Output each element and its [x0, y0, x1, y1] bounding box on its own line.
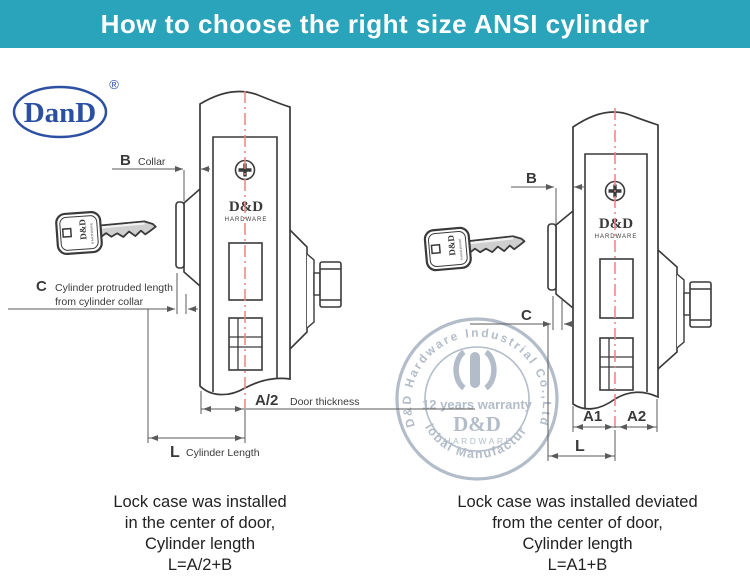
dim-b-desc: Collar — [138, 156, 166, 168]
dim-b-label-right: B — [526, 170, 537, 187]
dim-a2-label-right: A2 — [627, 408, 646, 425]
dim-a2-desc: Door thickness — [290, 396, 359, 408]
caption-right: Lock case was installed deviated from th… — [405, 492, 750, 576]
right-thumbturn — [657, 249, 712, 370]
dim-a2-label: A/2 — [255, 392, 278, 409]
caption-right-line2: from the center of door, — [492, 514, 663, 532]
right-lock-diagram: D&D HARDWARE B C — [423, 108, 712, 461]
left-key — [54, 206, 159, 256]
right-faceplate — [584, 153, 648, 408]
left-dimensions: B Collar C Cylinder protruded length fro… — [8, 152, 475, 461]
left-lock-diagram: D&D HARDWARE B Collar C Cylinder — [8, 90, 475, 461]
caption-left-line2: in the center of door, — [124, 514, 276, 532]
left-plate-brand: D&D — [229, 199, 263, 215]
dim-c-label: C — [36, 278, 47, 295]
right-dimensions: B C A1 A2 L — [470, 170, 658, 461]
brand-logo: DanD ® — [12, 77, 119, 139]
registered-mark: ® — [109, 77, 119, 92]
dim-l-label-right: L — [575, 438, 585, 455]
dim-c-desc1: Cylinder protruded length — [55, 282, 173, 294]
stamp-brand-text: D&D — [453, 412, 501, 436]
dim-c-label-right: C — [521, 307, 532, 324]
right-plate-brand-sub: HARDWARE — [595, 234, 638, 240]
right-plate-brand: D&D — [599, 216, 633, 232]
right-deadbolt — [599, 337, 634, 391]
stamp-brand-subtext: HARDWARE — [444, 436, 513, 446]
stamp-outer-ring — [395, 317, 559, 481]
left-thumbturn — [289, 229, 342, 350]
caption-left-line1: Lock case was installed — [113, 493, 287, 511]
dim-l-desc: Cylinder Length — [186, 447, 260, 459]
caption-right-line3: Cylinder length — [522, 535, 633, 553]
right-key — [423, 221, 528, 272]
logo-ellipse — [12, 85, 108, 139]
dim-a1-label: A1 — [583, 408, 602, 425]
stamp-warranty-text: 12 years warranty — [422, 397, 533, 412]
dim-l-label: L — [170, 444, 180, 461]
dim-b-label: B — [120, 152, 131, 169]
header-banner: How to choose the right size ANSI cylind… — [0, 0, 750, 48]
right-cylinder-collar — [547, 210, 574, 309]
page-title: How to choose the right size ANSI cylind… — [100, 8, 650, 39]
logo-text: DanD — [24, 97, 97, 129]
stamp-logo-icon — [453, 349, 497, 391]
caption-right-line1: Lock case was installed deviated — [457, 493, 698, 511]
right-latch — [599, 258, 634, 319]
dim-c-desc2: from cylinder collar — [55, 296, 144, 308]
caption-left: Lock case was installed in the center of… — [40, 492, 360, 576]
caption-left-line3: Cylinder length — [144, 535, 256, 553]
caption-left-formula: L=A/2+B — [167, 556, 233, 574]
left-plate-brand-sub: HARDWARE — [225, 217, 268, 223]
left-cylinder-collar — [175, 188, 201, 287]
stamp-inner-ring — [424, 346, 530, 452]
caption-right-formula: L=A1+B — [547, 556, 608, 574]
